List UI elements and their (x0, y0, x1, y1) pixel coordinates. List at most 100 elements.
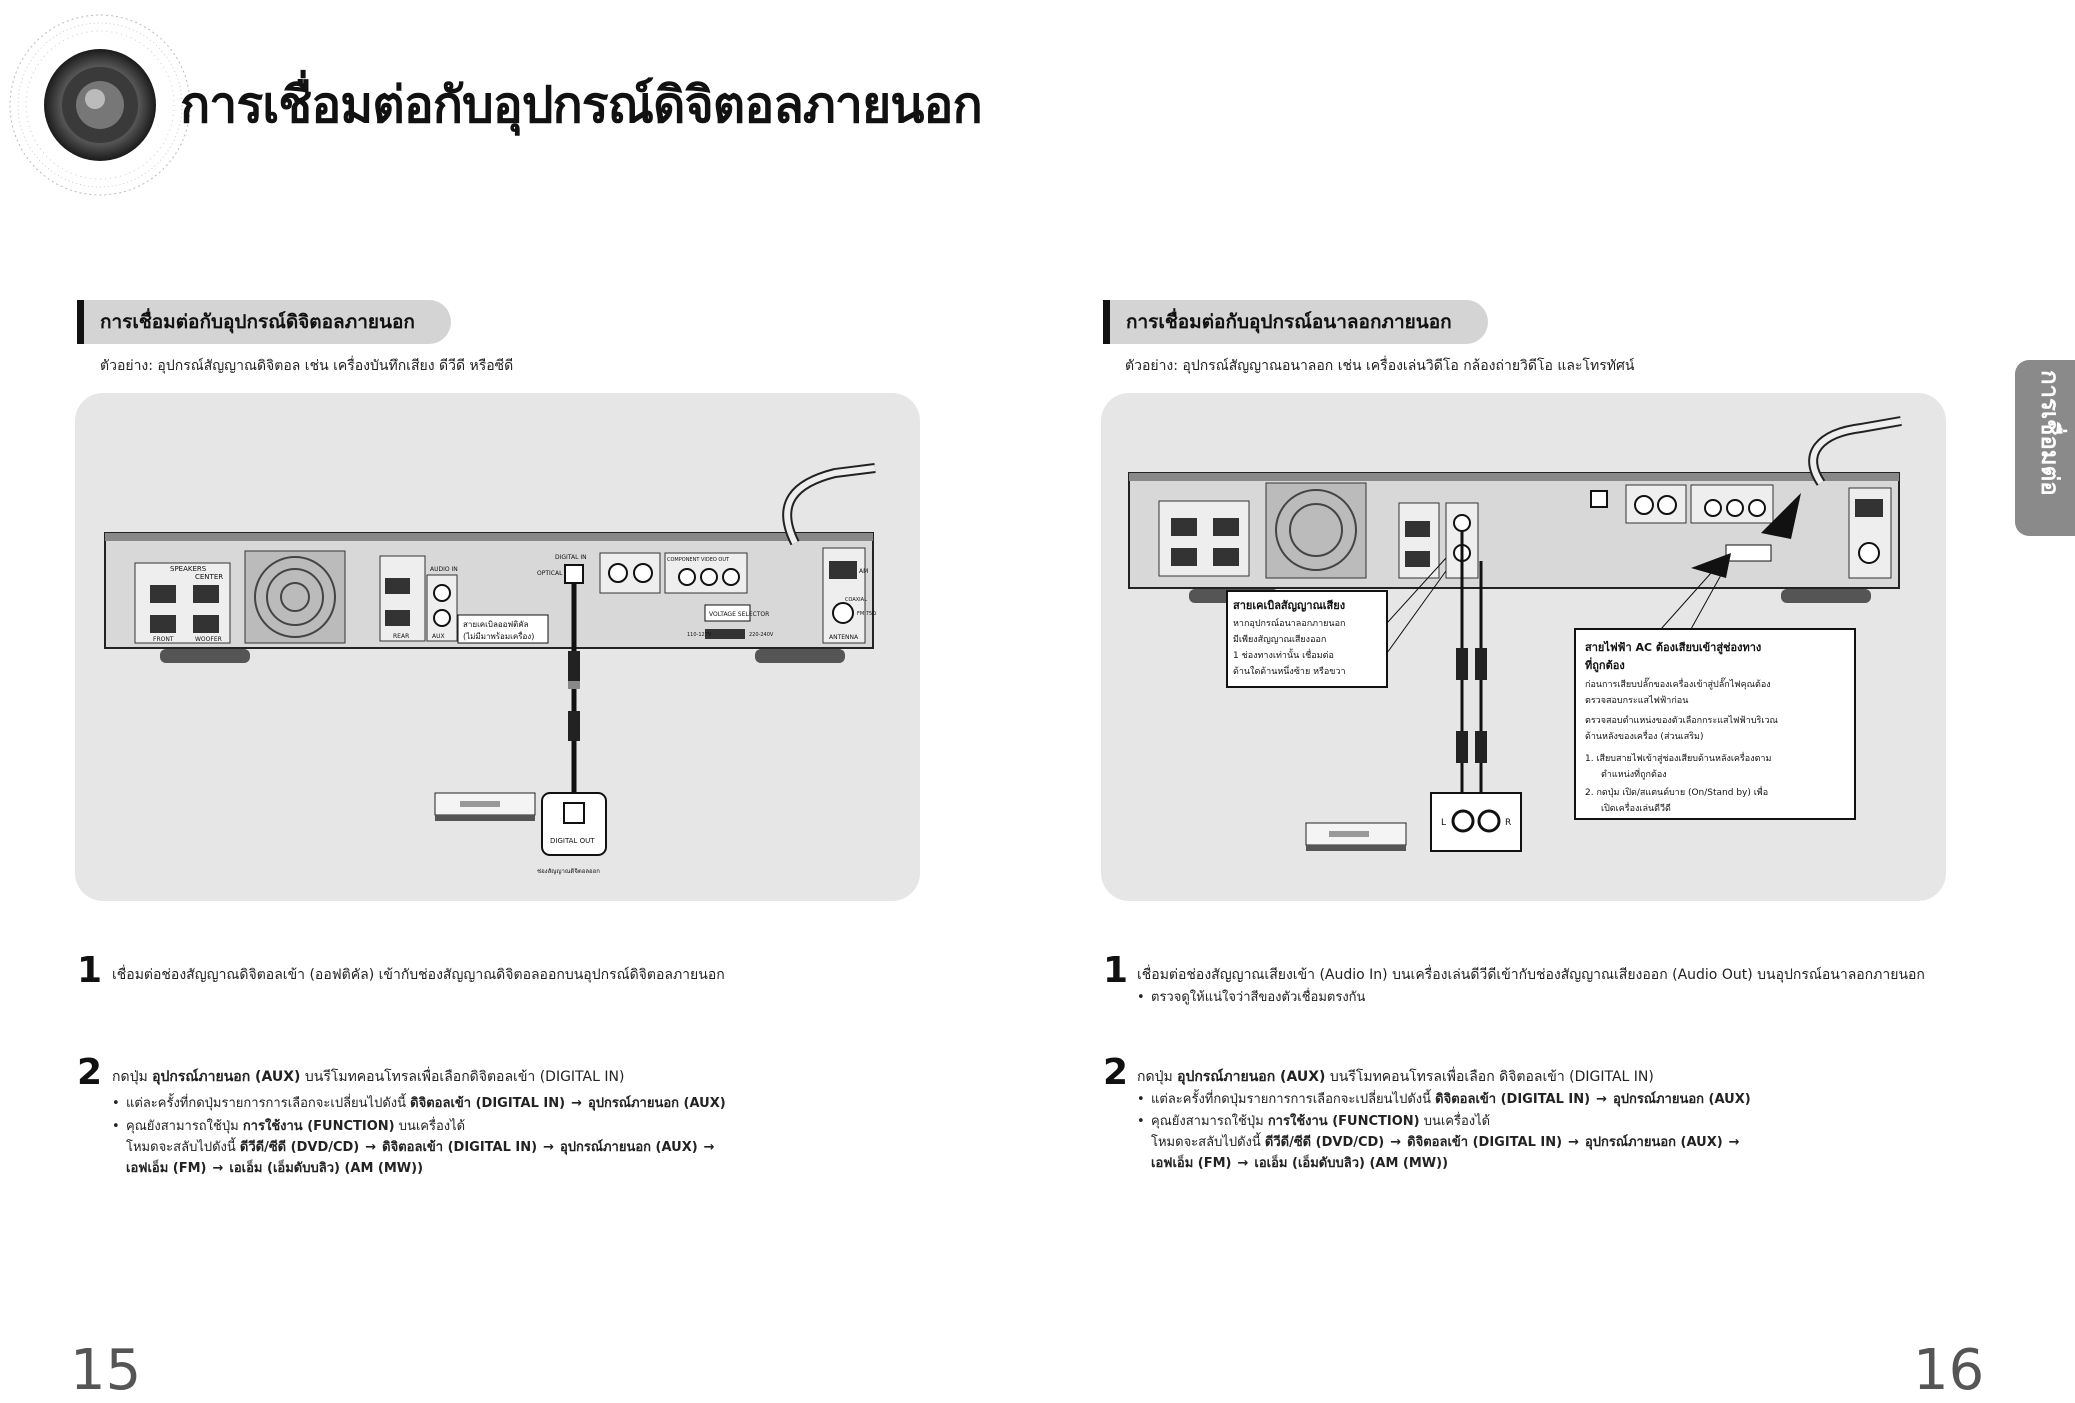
left-page-number: 15 (70, 1338, 142, 1403)
audio-out-port-box (1430, 792, 1522, 852)
left-bullet1: •แต่ละครั้งที่กดปุ่มรายการการเลือกจะเปลี… (112, 1096, 726, 1111)
step2-bold: อุปกรณ์ภายนอก (AUX) (1177, 1069, 1326, 1085)
speakers-label: SPEAKERS (170, 565, 207, 573)
rca-plug (1475, 731, 1487, 763)
left-subtitle: ตัวอย่าง: อุปกรณ์สัญญาณดิจิตอล เช่น เครื… (100, 358, 514, 374)
side-tab[interactable]: การเชื่อมต่อ (2015, 360, 2075, 536)
arrow: → (1237, 1156, 1249, 1171)
right-step1-bullet: •ตรวจดูให้แน่ใจว่าสีของตัวเชื่อมตรงกัน (1137, 990, 1366, 1005)
analog-connection-diagram: L R สายเคเบิลสัญญาณเสียง หากอุปกรณ์อนาลอ… (1128, 416, 1902, 852)
speaker-terminal (150, 585, 176, 603)
right-bullet1: •แต่ละครั้งที่กดปุ่มรายการการเลือกจะเปลี… (1137, 1092, 1751, 1107)
speaker-terminal (1405, 521, 1430, 537)
audio-cable-callout (1226, 590, 1388, 688)
audio-out-jack-left (1451, 809, 1475, 833)
power-cord-inner (784, 465, 876, 545)
speaker-terminal (193, 585, 219, 603)
power-cord (782, 463, 876, 546)
step1-bullet-text: ตรวจดูให้แน่ใจว่าสีของตัวเชื่อมตรงกัน (1151, 990, 1366, 1005)
panel-top-edge (1129, 473, 1899, 481)
callout2-item2b: เปิดเครื่องเล่นดีวีดี (1601, 801, 1671, 814)
b2-l2-b: ดิจิตอลเข้า (DIGITAL IN) (1407, 1135, 1563, 1150)
audio-cable (1460, 680, 1483, 733)
left-diagram-panel: SPEAKERS CENTER FRONT WOOFER REAR AUDIO … (75, 393, 920, 901)
callout1-line1: หากอุปกรณ์อนาลอกภายนอก (1233, 617, 1345, 629)
video-jack (608, 563, 628, 583)
digital-out-label: DIGITAL OUT (550, 837, 595, 845)
rca-plug (1456, 648, 1468, 680)
b2-l2-pre: โหมดจะสลับไปดังนี้ (126, 1140, 240, 1155)
step2-post: บนรีโมทคอนโทรลเพื่อเลือก ดิจิตอลเข้า (DI… (1325, 1069, 1654, 1085)
foot-right (755, 649, 845, 663)
cooling-fan (244, 550, 346, 644)
b2-l2-a: ดีวีดี/ซีดี (DVD/CD) (1264, 1135, 1385, 1150)
speaker-terminal (150, 615, 176, 633)
right-step2-text: กดปุ่ม อุปกรณ์ภายนอก (AUX) บนรีโมทคอนโทร… (1137, 1066, 1654, 1088)
left-step2-number: 2 (77, 1052, 103, 1093)
rear-speakers-block (379, 555, 426, 642)
speaker-terminal (385, 610, 410, 626)
b2-pre: คุณยังสามารถใช้ปุ่ม (1151, 1114, 1268, 1129)
fan-ring (254, 556, 336, 638)
fan-ring (1289, 503, 1343, 557)
device-display (1329, 831, 1369, 837)
rca-jack (1453, 514, 1471, 532)
b2-pre: คุณยังสามารถใช้ปุ่ม (126, 1119, 243, 1134)
callout2-title1: สายไฟฟ้า AC ต้องเสียบเข้าสู่ช่องทาง (1585, 640, 1761, 655)
callout2-title2: ที่ถูกต้อง (1585, 657, 1625, 673)
device-display (460, 801, 500, 807)
speaker-graphic (9, 14, 191, 196)
component-jack (1748, 499, 1766, 517)
power-cord-inner (1810, 418, 1902, 485)
b1-b: อุปกรณ์ภายนอก (AUX) (587, 1096, 726, 1111)
b1-pre: แต่ละครั้งที่กดปุ่มรายการการเลือกจะเปลี่… (126, 1096, 411, 1111)
fm-jack (832, 602, 854, 624)
woofer-label: WOOFER (195, 636, 222, 643)
component-jack (678, 568, 696, 586)
right-page-number: 16 (1913, 1338, 1985, 1403)
antenna-label: ANTENNA (829, 634, 859, 641)
fm-jack (1858, 542, 1880, 564)
audio-in-label: AUDIO IN (430, 566, 458, 573)
callout-line1: สายเคเบิลออฟติคัล (463, 620, 529, 629)
fan-ring (1275, 489, 1357, 571)
right-bullet2: •คุณยังสามารถใช้ปุ่ม การใช้งาน (FUNCTION… (1137, 1114, 1491, 1129)
right-subtitle: ตัวอย่าง: อุปกรณ์สัญญาณอนาลอก เช่น เครื่… (1125, 358, 1635, 374)
section-bar (1103, 300, 1110, 344)
speaker-terminal (1171, 548, 1197, 566)
left-step1-text: เชื่อมต่อช่องสัญญาณดิจิตอลเข้า (ออฟติคัล… (112, 967, 725, 983)
component-jack (700, 568, 718, 586)
right-section-header: การเชื่อมต่อกับอุปกรณ์อนาลอกภายนอก (1103, 300, 1488, 344)
optical-port (564, 564, 584, 584)
fan-ring (266, 568, 324, 626)
right-diagram-panel: L R สายเคเบิลสัญญาณเสียง หากอุปกรณ์อนาลอ… (1101, 393, 1946, 901)
component-jack (722, 568, 740, 586)
callout1-title: สายเคเบิลสัญญาณเสียง (1233, 599, 1345, 612)
step2-post: บนรีโมทคอนโทรลเพื่อเลือกดิจิตอลเข้า (DIG… (300, 1069, 625, 1085)
left-channel-label: L (1441, 818, 1446, 828)
right-step2-number: 2 (1103, 1052, 1129, 1093)
callout1-line3: 1 ช่องทางเท่านั้น เชื่อมต่อ (1233, 648, 1334, 661)
right-bullet2-line2: โหมดจะสลับไปดังนี้ ดีวีดี/ซีดี (DVD/CD) →… (1151, 1131, 1746, 1152)
left-section-header: การเชื่อมต่อกับอุปกรณ์ดิจิตอลภายนอก (77, 300, 451, 344)
arrow: → (543, 1140, 554, 1155)
cooling-fan (1265, 482, 1367, 579)
optical-plug (568, 711, 580, 741)
speaker-terminal (1171, 518, 1197, 536)
arrow: → (1568, 1135, 1579, 1150)
left-section-title: การเชื่อมต่อกับอุปกรณ์ดิจิตอลภายนอก (84, 300, 451, 344)
step2-pre: กดปุ่ม (1137, 1069, 1178, 1085)
b2-post: บนเครื่องได้ (394, 1119, 466, 1134)
optical-plug (568, 651, 580, 681)
callout2-line3: ตรวจสอบตำแหน่งของตัวเลือกกระแสไฟฟ้าบริเว… (1585, 715, 1778, 726)
arrow: → (703, 1140, 715, 1155)
callout-line2: (ไม่มีมาพร้อมเครื่อง) (463, 630, 534, 641)
component-jack (1726, 499, 1744, 517)
device-base (435, 815, 535, 821)
fan-ring (280, 582, 310, 612)
left-bullet2-line2: โหมดจะสลับไปดังนี้ ดีวีดี/ซีดี (DVD/CD)→… (126, 1136, 721, 1157)
b2-l2-pre: โหมดจะสลับไปดังนี้ (1151, 1135, 1265, 1150)
rear-label: REAR (393, 633, 409, 640)
arrow: → (1390, 1135, 1402, 1150)
speaker-terminal (1213, 518, 1239, 536)
